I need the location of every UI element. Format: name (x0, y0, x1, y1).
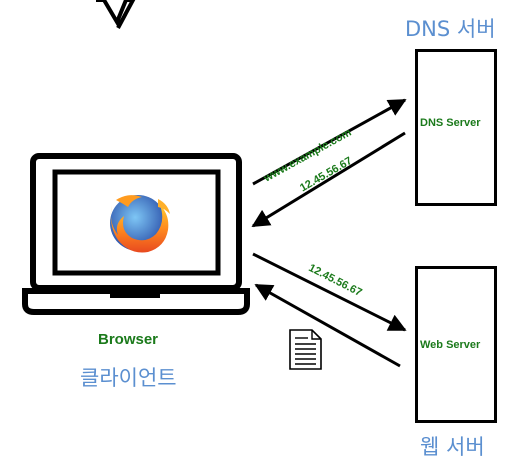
arrow-dns-to-client (251, 131, 406, 228)
web-server-label: Web Server (420, 339, 481, 351)
firefox-icon (110, 195, 170, 253)
dns-server-title: DNS 서버 (405, 17, 496, 41)
dns-server-label: DNS Server (420, 117, 481, 129)
dns-server-box (415, 49, 497, 206)
document-icon (289, 329, 322, 370)
web-server-box (415, 266, 497, 423)
arrow-web-to-client (254, 283, 401, 368)
client-title: 클라이언트 (80, 366, 177, 390)
cropped-glyph (96, 0, 136, 29)
browser-label: Browser (98, 331, 159, 348)
arrow-client-to-dns (252, 98, 407, 186)
arrow-client-to-web (252, 252, 407, 332)
web-server-title: 웹 서버 (420, 435, 485, 459)
arrows (251, 98, 407, 368)
